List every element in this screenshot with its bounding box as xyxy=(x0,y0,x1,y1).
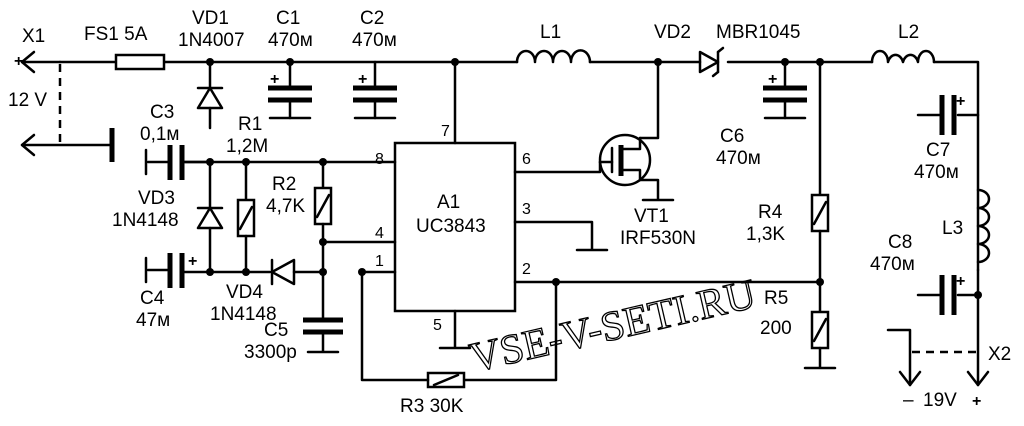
diode-vd1: VD1 1N4007 xyxy=(178,8,245,130)
r5-value: 200 xyxy=(760,318,792,339)
pin-6: 6 xyxy=(522,151,531,168)
pin-5: 5 xyxy=(433,317,442,334)
pin-8: 8 xyxy=(375,151,384,168)
capacitor-c3: C3 0,1м xyxy=(140,102,212,180)
c8-value: 470м xyxy=(870,254,915,275)
junction-dot xyxy=(242,268,250,276)
c6-ref: C6 xyxy=(720,126,744,147)
x1-label: X1 xyxy=(22,26,45,47)
c3-ref: C3 xyxy=(150,102,174,123)
vd1-value: 1N4007 xyxy=(178,30,245,51)
resistor-r4: R4 1,3K xyxy=(746,60,830,284)
a1-ref: A1 xyxy=(437,192,460,213)
resistor-r1: R1 1,2M xyxy=(226,114,268,274)
diode-vd3: VD3 1N4148 xyxy=(112,160,224,274)
c7-plus: + xyxy=(956,93,965,110)
x1-plus: + xyxy=(14,53,23,70)
ic-a1-uc3843: A1 UC3843 7 8 4 1 6 3 2 5 xyxy=(375,123,531,334)
capacitor-c8: + C8 470м xyxy=(870,232,980,315)
junction-dot xyxy=(358,268,366,276)
l3-label: L3 xyxy=(942,218,963,239)
c2-ref: C2 xyxy=(360,8,384,29)
r4-value: 1,3K xyxy=(746,224,785,245)
mosfet-vt1: VT1 IRF530N xyxy=(598,60,696,249)
vd2-value: MBR1045 xyxy=(716,22,801,43)
c1-plus: + xyxy=(270,71,279,88)
pin-1: 1 xyxy=(375,253,384,270)
capacitor-c2: + C2 470м xyxy=(352,8,397,120)
c6-plus: + xyxy=(768,71,777,88)
input-voltage-label: 12 V xyxy=(8,90,47,111)
fs1-label: FS1 5A xyxy=(84,24,148,45)
output-voltage-label: 19V xyxy=(923,390,957,411)
capacitor-c1: + C1 470м xyxy=(268,8,313,120)
vd3-value: 1N4148 xyxy=(112,210,179,231)
inductor-l1: L1 xyxy=(515,22,592,64)
c4-plus: + xyxy=(188,253,197,270)
r2-value: 4,7K xyxy=(266,196,305,217)
r2-ref: R2 xyxy=(272,174,296,195)
l1-label: L1 xyxy=(540,22,561,43)
c1-value: 470м xyxy=(268,30,313,51)
r1-ref: R1 xyxy=(238,114,262,135)
c2-plus: + xyxy=(358,71,367,88)
resistor-r5: R5 200 xyxy=(760,278,837,370)
output-connector-x2: X2 – 19V + xyxy=(886,268,1011,411)
vt1-value: IRF530N xyxy=(620,228,696,249)
a1-value: UC3843 xyxy=(416,216,486,237)
junction-dot xyxy=(974,291,982,299)
diode-vd2: VD2 MBR1045 xyxy=(654,22,801,78)
c3-value: 0,1м xyxy=(140,124,179,145)
c4-value: 47м xyxy=(136,310,170,331)
vd3-ref: VD3 xyxy=(138,188,175,209)
c4-ref: C4 xyxy=(140,288,165,309)
r3-label: R3 30K xyxy=(400,396,464,417)
capacitor-c6: + C6 470м xyxy=(716,60,807,169)
fuse-fs1: FS1 5A xyxy=(84,24,166,71)
diode-vd4: VD4 1N4148 xyxy=(210,258,325,325)
r1-value: 1,2M xyxy=(226,136,268,157)
c1-ref: C1 xyxy=(276,8,300,29)
c8-ref: C8 xyxy=(888,232,912,253)
c5-value: 3300p xyxy=(244,342,297,363)
vd1-ref: VD1 xyxy=(192,8,229,29)
vt1-ref: VT1 xyxy=(634,206,669,227)
top-rail xyxy=(58,58,980,272)
inductor-l2: L2 xyxy=(870,22,936,64)
c7-value: 470м xyxy=(914,162,959,183)
x2-label: X2 xyxy=(988,344,1011,365)
capacitor-c5: C5 3300p xyxy=(244,317,343,363)
inductor-l3: L3 xyxy=(942,188,991,264)
vd2-ref: VD2 xyxy=(654,22,691,43)
junction-dot xyxy=(319,268,327,276)
l2-label: L2 xyxy=(898,22,919,43)
c8-plus: + xyxy=(956,273,965,290)
x2-plus: + xyxy=(972,393,981,410)
c5-ref: C5 xyxy=(264,320,288,341)
r5-ref: R5 xyxy=(764,288,788,309)
input-connector-x1: X1 + 12 V xyxy=(8,26,115,162)
junction-dot xyxy=(206,268,214,276)
resistor-r3: R3 30K xyxy=(360,270,466,417)
c2-value: 470м xyxy=(352,30,397,51)
c6-value: 470м xyxy=(716,148,761,169)
capacitor-c7: + C7 470м xyxy=(914,93,980,183)
pin-3: 3 xyxy=(522,201,531,218)
c7-ref: C7 xyxy=(926,140,950,161)
x2-minus: – xyxy=(903,390,914,411)
pin-4: 4 xyxy=(375,225,384,242)
r4-ref: R4 xyxy=(758,202,783,223)
vd4-ref: VD4 xyxy=(226,282,263,303)
capacitor-c4: + C4 47м xyxy=(136,253,272,331)
pin-2: 2 xyxy=(522,261,531,278)
pin-7: 7 xyxy=(441,123,450,140)
vd4-value: 1N4148 xyxy=(210,304,277,325)
